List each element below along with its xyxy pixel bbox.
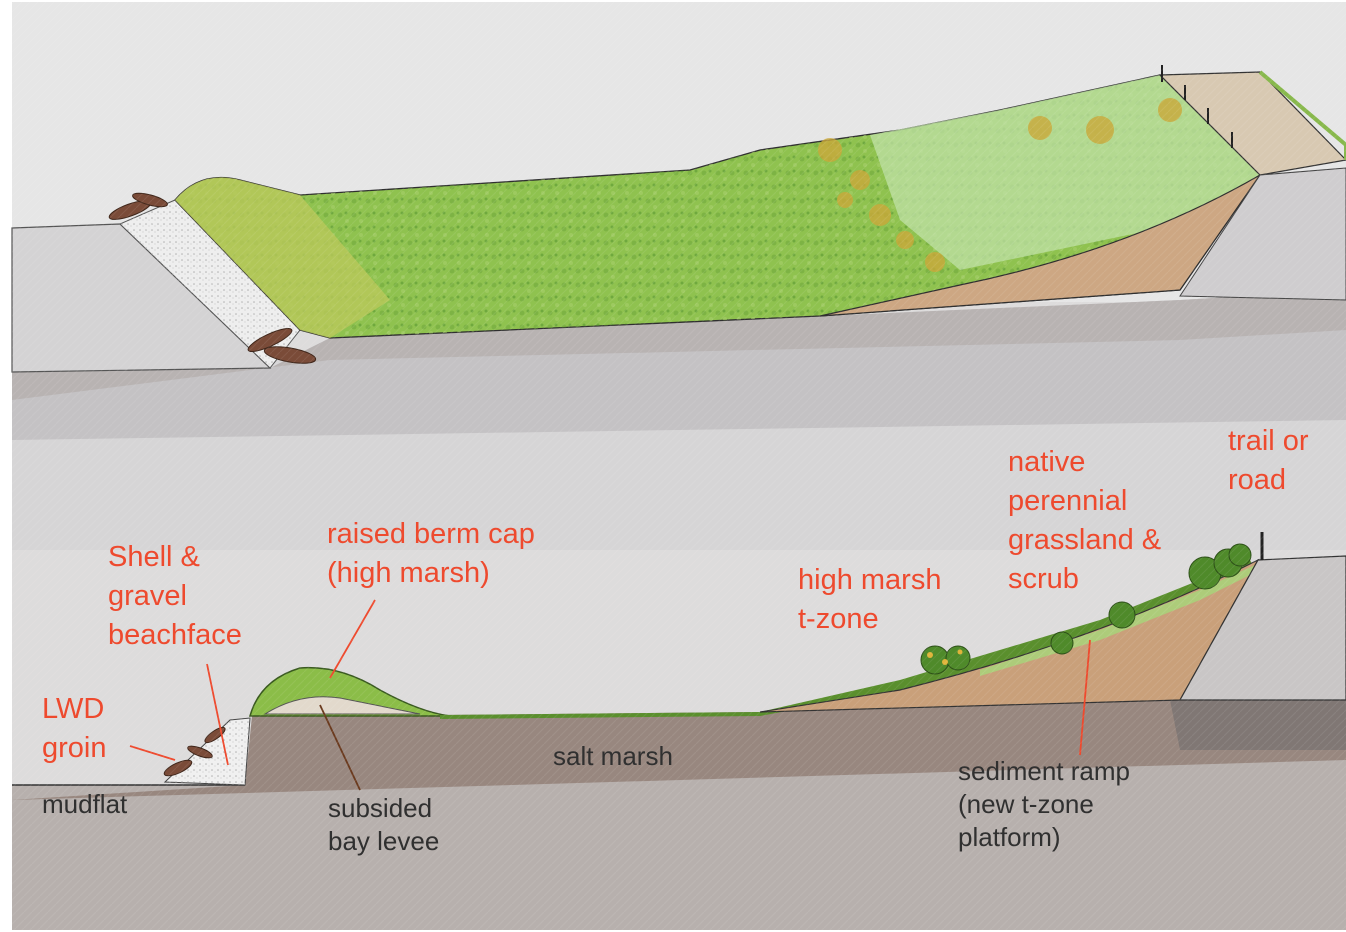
label-subsided-line2: bay levee: [328, 825, 439, 858]
label-subsided-bay-levee: subsided bay levee: [328, 792, 439, 858]
label-lwd-groin: LWD groin: [42, 690, 107, 768]
label-high-marsh-line1: high marsh: [798, 561, 941, 600]
label-shell-gravel-line3: beachface: [108, 616, 242, 655]
label-sediment-ramp-line3: platform): [958, 821, 1130, 854]
label-high-marsh-tzone: high marsh t-zone: [798, 561, 941, 639]
label-shell-gravel-line2: gravel: [108, 577, 242, 616]
label-subsided-line1: subsided: [328, 792, 439, 825]
label-salt-marsh-text: salt marsh: [553, 740, 673, 773]
label-lwd-groin-line1: LWD: [42, 690, 107, 729]
label-trail-road-line2: road: [1228, 461, 1309, 500]
label-berm-cap-line1: raised berm cap: [327, 515, 535, 554]
label-native-grassland-line4: scrub: [1008, 560, 1161, 599]
label-trail-road-line1: trail or: [1228, 422, 1309, 461]
label-native-grassland-line1: native: [1008, 443, 1161, 482]
label-sediment-ramp: sediment ramp (new t-zone platform): [958, 755, 1130, 854]
label-high-marsh-line2: t-zone: [798, 600, 941, 639]
label-native-grassland-line3: grassland &: [1008, 521, 1161, 560]
label-native-grassland-line2: perennial: [1008, 482, 1161, 521]
label-mudflat-text: mudflat: [42, 788, 127, 821]
label-raised-berm-cap: raised berm cap (high marsh): [327, 515, 535, 593]
label-trail-or-road: trail or road: [1228, 422, 1309, 500]
label-berm-cap-line2: (high marsh): [327, 554, 535, 593]
label-lwd-groin-line2: groin: [42, 729, 107, 768]
label-sediment-ramp-line1: sediment ramp: [958, 755, 1130, 788]
label-mudflat: mudflat: [42, 788, 127, 821]
label-sediment-ramp-line2: (new t-zone: [958, 788, 1130, 821]
label-native-grassland: native perennial grassland & scrub: [1008, 443, 1161, 599]
label-salt-marsh: salt marsh: [553, 740, 673, 773]
label-shell-gravel-beachface: Shell & gravel beachface: [108, 538, 242, 655]
label-shell-gravel-line1: Shell &: [108, 538, 242, 577]
